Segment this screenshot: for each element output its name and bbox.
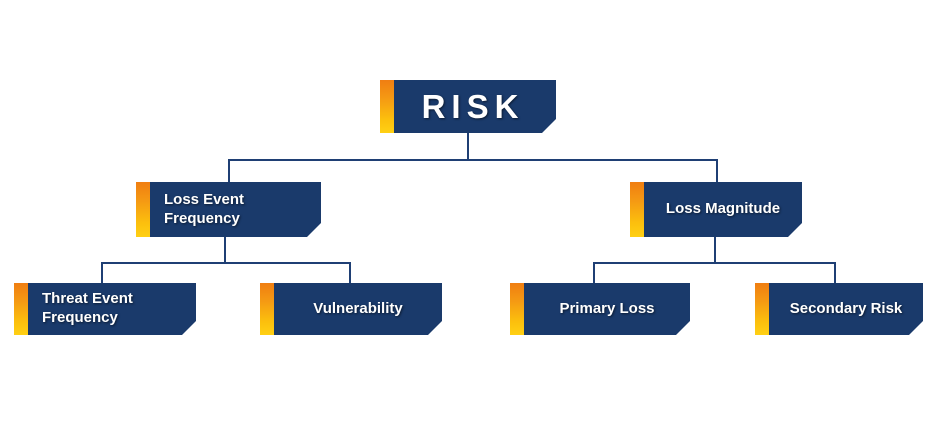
node-loss-magnitude-label: Loss Magnitude xyxy=(665,200,781,218)
accent-bar-icon xyxy=(260,283,274,335)
connector-lm-to-secondary-risk xyxy=(834,262,836,284)
node-vulnerability-label: Vulnerability xyxy=(313,299,403,317)
node-loss-event-frequency[interactable]: Loss Event Frequency xyxy=(136,182,321,237)
node-secondary-risk[interactable]: Secondary Risk xyxy=(755,283,923,335)
node-threat-event-frequency-label: Threat Event Frequency xyxy=(42,290,133,326)
accent-bar-icon xyxy=(136,182,150,237)
node-vulnerability[interactable]: Vulnerability xyxy=(260,283,442,335)
accent-bar-icon xyxy=(380,80,394,133)
node-loss-magnitude[interactable]: Loss Magnitude xyxy=(630,182,802,237)
accent-bar-icon xyxy=(755,283,769,335)
connector-lm-bus xyxy=(593,262,836,264)
connector-lef-to-vulnerability xyxy=(349,262,351,284)
connector-lm-to-primary-loss xyxy=(593,262,595,284)
connector-root-to-loss-magnitude xyxy=(716,159,718,183)
connector-root-stem xyxy=(467,133,469,159)
node-risk[interactable]: RISK xyxy=(380,80,556,133)
node-threat-event-frequency[interactable]: Threat Event Frequency xyxy=(14,283,196,335)
node-primary-loss-label: Primary Loss xyxy=(559,299,655,317)
connector-root-to-loss-event-frequency xyxy=(228,159,230,183)
connector-lef-bus xyxy=(101,262,351,264)
connector-root-bus xyxy=(228,159,718,161)
node-risk-label: RISK xyxy=(421,87,525,125)
accent-bar-icon xyxy=(14,283,28,335)
node-primary-loss[interactable]: Primary Loss xyxy=(510,283,690,335)
accent-bar-icon xyxy=(510,283,524,335)
connector-lef-stem xyxy=(224,237,226,262)
connector-lm-stem xyxy=(714,237,716,262)
node-loss-event-frequency-label: Loss Event Frequency xyxy=(164,190,245,227)
accent-bar-icon xyxy=(630,182,644,237)
node-secondary-risk-label: Secondary Risk xyxy=(789,299,903,317)
connector-lef-to-threat-event-frequency xyxy=(101,262,103,284)
